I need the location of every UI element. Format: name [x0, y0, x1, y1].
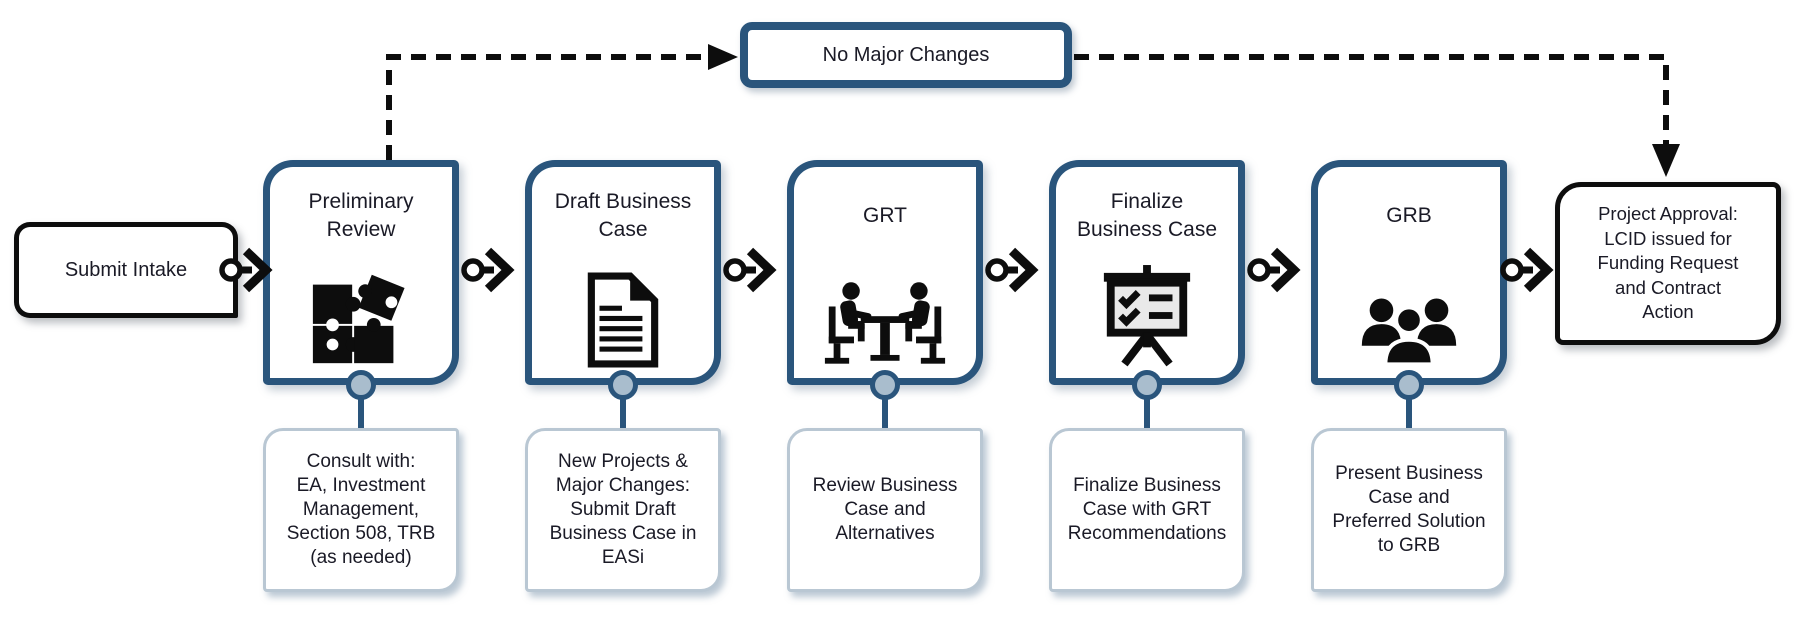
note-text: Consult with: EA, Investment Management,…	[286, 451, 436, 568]
flow-arrow-icon	[723, 247, 777, 293]
arrowhead-down-icon	[1652, 144, 1680, 177]
people-icon	[1318, 256, 1500, 368]
document-icon	[532, 256, 714, 368]
note-stem	[882, 399, 888, 430]
flow-arrow-icon	[1500, 247, 1554, 293]
dashed-line-right	[1074, 54, 1669, 144]
note-draft-business-case: New Projects & Major Changes: Submit Dra…	[525, 428, 721, 592]
stage-grt: GRT	[787, 160, 983, 385]
puzzle-icon	[270, 256, 452, 368]
stage-title: Preliminary Review	[308, 190, 414, 241]
note-stem	[1144, 399, 1150, 430]
no-major-changes-box: No Major Changes	[740, 22, 1072, 88]
note-dot-connector	[1394, 370, 1424, 400]
note-text: Finalize Business Case with GRT Recommen…	[1067, 475, 1227, 544]
submit-intake-label: Submit Intake	[64, 258, 188, 281]
stage-title: GRT	[863, 204, 907, 228]
no-major-changes-label: No Major Changes	[822, 43, 990, 66]
meeting-icon	[794, 256, 976, 368]
note-dot-connector	[870, 370, 900, 400]
note-dot-connector	[1132, 370, 1162, 400]
note-dot-connector	[608, 370, 638, 400]
note-stem	[358, 399, 364, 430]
stage-draft-business-case: Draft Business Case	[525, 160, 721, 385]
stage-title: GRB	[1386, 204, 1432, 228]
arrowhead-right-icon	[708, 44, 738, 70]
note-dot-connector	[346, 370, 376, 400]
stage-finalize-business-case: Finalize Business Case	[1049, 160, 1245, 385]
dashed-line-left	[386, 54, 708, 160]
flow-arrow-icon	[985, 247, 1039, 293]
note-text: New Projects & Major Changes: Submit Dra…	[549, 451, 697, 568]
stage-title: Draft Business Case	[554, 190, 692, 241]
project-approval-label: Project Approval: LCID issued for Fundin…	[1597, 203, 1739, 323]
submit-intake-box: Submit Intake	[14, 222, 238, 318]
stage-title: Finalize Business Case	[1076, 190, 1218, 241]
note-text: Present Business Case and Preferred Solu…	[1332, 463, 1486, 556]
flow-arrow-icon	[219, 247, 273, 293]
flow-arrow-icon	[1247, 247, 1301, 293]
note-grt: Review Business Case and Alternatives	[787, 428, 983, 592]
note-preliminary-review: Consult with: EA, Investment Management,…	[263, 428, 459, 592]
note-finalize-business-case: Finalize Business Case with GRT Recommen…	[1049, 428, 1245, 592]
flow-arrow-icon	[461, 247, 515, 293]
stage-preliminary-review: Preliminary Review	[263, 160, 459, 385]
project-approval-box: Project Approval: LCID issued for Fundin…	[1555, 182, 1781, 345]
note-stem	[1406, 399, 1412, 430]
note-grb: Present Business Case and Preferred Solu…	[1311, 428, 1507, 592]
note-text: Review Business Case and Alternatives	[812, 475, 958, 544]
stage-grb: GRB	[1311, 160, 1507, 385]
note-stem	[620, 399, 626, 430]
presentation-icon	[1056, 256, 1238, 368]
